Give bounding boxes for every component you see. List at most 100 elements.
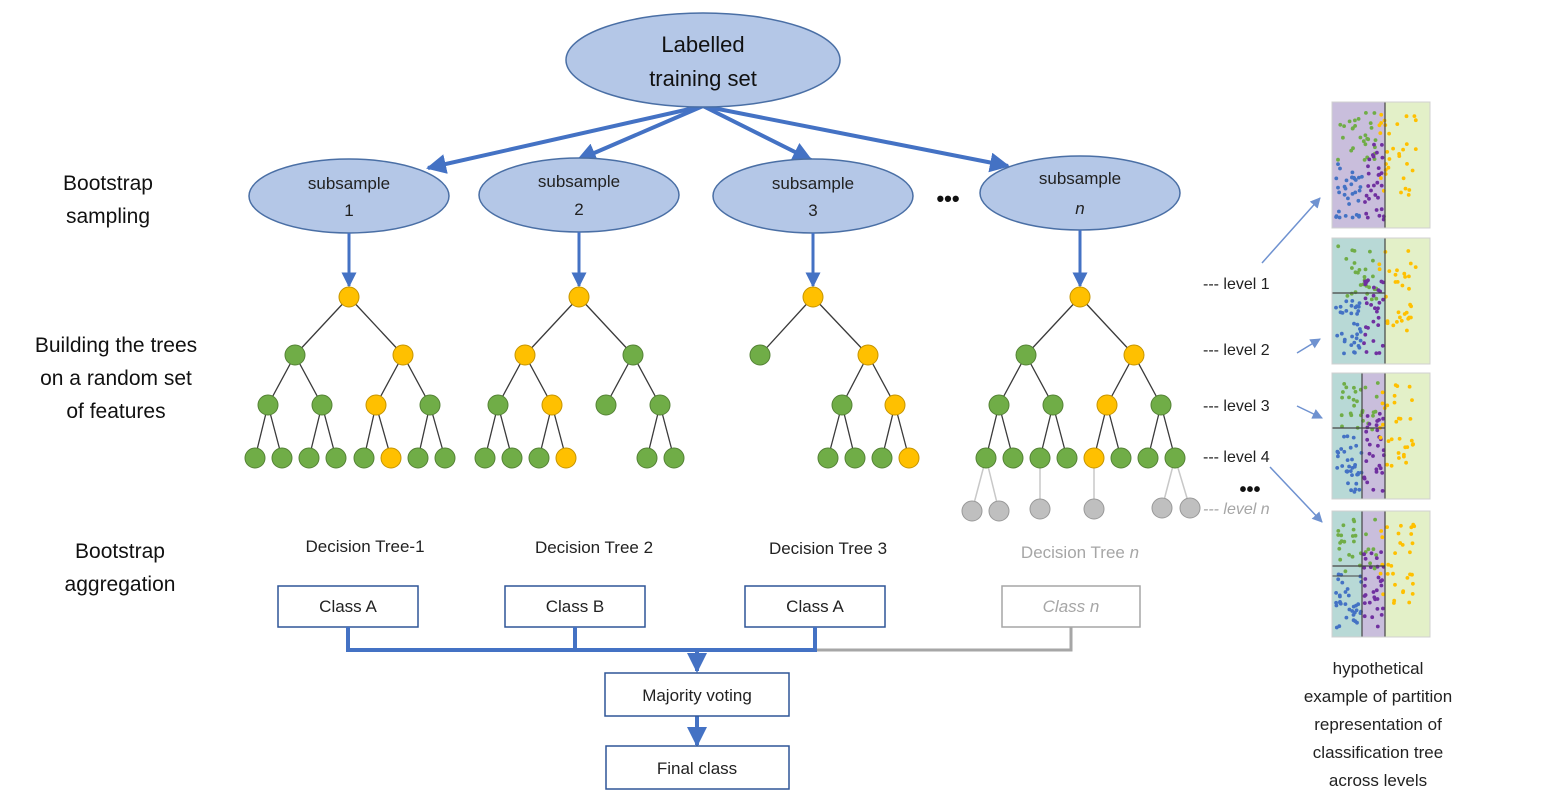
data-point <box>1394 419 1399 424</box>
data-point <box>1410 398 1414 402</box>
final-class-rect <box>605 745 790 790</box>
data-point <box>1399 190 1403 195</box>
data-point <box>1373 517 1377 522</box>
tree-node <box>434 447 456 469</box>
majority-voting-box: Majority voting <box>604 672 790 717</box>
data-point <box>1379 613 1384 617</box>
data-point <box>1339 447 1344 451</box>
data-point <box>1363 556 1368 561</box>
data-point <box>1373 138 1378 143</box>
data-point <box>1350 126 1355 131</box>
data-point <box>1353 487 1358 492</box>
class-box-rect <box>744 585 886 628</box>
data-point <box>1335 466 1340 470</box>
tree-node <box>817 447 839 469</box>
subsample-ellipse <box>478 157 680 233</box>
data-point <box>1372 142 1376 147</box>
data-point <box>1373 306 1377 311</box>
data-point <box>1407 600 1412 605</box>
data-point <box>1342 539 1347 544</box>
subsample-ellipse <box>979 155 1181 231</box>
data-point <box>1377 411 1382 416</box>
data-point <box>1344 299 1349 304</box>
data-point <box>1396 451 1401 455</box>
data-point <box>1379 550 1383 554</box>
data-point <box>1371 258 1375 263</box>
data-point <box>1357 301 1362 305</box>
data-point <box>1375 428 1380 433</box>
data-point <box>1342 192 1347 197</box>
root-label-line2: training set <box>649 66 757 91</box>
data-point <box>1372 285 1376 290</box>
subsample-index: 3 <box>808 201 817 220</box>
data-point <box>1345 587 1350 591</box>
data-point <box>1377 262 1382 267</box>
data-point <box>1380 143 1384 147</box>
pointer-level-2 <box>1296 338 1321 354</box>
tree-title-1: Decision Tree-1 <box>305 537 424 556</box>
data-point <box>1413 147 1418 152</box>
data-point <box>1411 442 1415 447</box>
root-label-line1: Labelled <box>661 32 744 57</box>
data-point <box>1340 580 1345 585</box>
data-point <box>1400 543 1405 547</box>
data-point <box>1375 381 1380 385</box>
data-point <box>1407 188 1412 192</box>
data-point <box>1364 111 1368 115</box>
side-caption: hypothetical example of partition repres… <box>1304 659 1452 790</box>
subsample-2: subsample 2 <box>478 157 680 233</box>
class-boxes: Class A Class B Class A Class n <box>277 585 1141 628</box>
data-point <box>1380 471 1385 475</box>
data-point <box>1341 523 1346 528</box>
data-point <box>1350 170 1355 175</box>
data-point <box>1395 280 1400 284</box>
data-point <box>1381 416 1385 421</box>
tree-node-faded <box>1151 497 1173 519</box>
label-bootstrap-sampling-line1: Bootstrap <box>63 172 153 195</box>
panel-border <box>1331 237 1431 365</box>
tree-edge <box>348 296 404 356</box>
tree-titles: Decision Tree-1 Decision Tree 2 Decision… <box>305 537 1139 562</box>
data-point <box>1351 527 1356 532</box>
data-point <box>1353 270 1358 275</box>
tree-node <box>1137 447 1159 469</box>
data-point <box>1353 389 1358 394</box>
tree-node <box>392 344 414 366</box>
data-point <box>1354 336 1359 341</box>
tree-node <box>1015 344 1037 366</box>
data-point <box>1343 590 1348 594</box>
connector-class-n <box>815 627 1073 652</box>
tree-node <box>365 394 387 416</box>
data-point <box>1350 554 1355 559</box>
data-point <box>1353 463 1357 467</box>
data-point <box>1353 350 1357 355</box>
subsample-index: 2 <box>574 200 583 219</box>
data-point <box>1336 577 1341 582</box>
data-point <box>1402 312 1407 316</box>
tree-node <box>898 447 920 469</box>
data-point <box>1389 463 1394 468</box>
data-point <box>1340 395 1344 400</box>
data-point <box>1363 296 1368 301</box>
data-point <box>1356 344 1361 348</box>
decision-tree-2 <box>474 286 685 469</box>
tree-node <box>1042 394 1064 416</box>
partition-panel-3 <box>1331 372 1431 500</box>
tree-node <box>884 394 906 416</box>
data-point <box>1377 351 1382 355</box>
data-point <box>1371 590 1376 594</box>
label-bootstrap-aggregation-line1: Bootstrap <box>75 540 165 563</box>
data-point <box>1374 394 1379 399</box>
region-right <box>1385 373 1430 499</box>
data-point <box>1335 449 1340 454</box>
subsample-word: subsample <box>538 172 620 191</box>
data-point <box>1352 175 1356 180</box>
data-point <box>1363 332 1368 337</box>
tree-node <box>749 344 771 366</box>
data-point <box>1375 309 1379 314</box>
data-point <box>1367 422 1372 426</box>
data-point <box>1391 323 1396 328</box>
data-point <box>1364 301 1369 306</box>
tree-node <box>649 394 671 416</box>
